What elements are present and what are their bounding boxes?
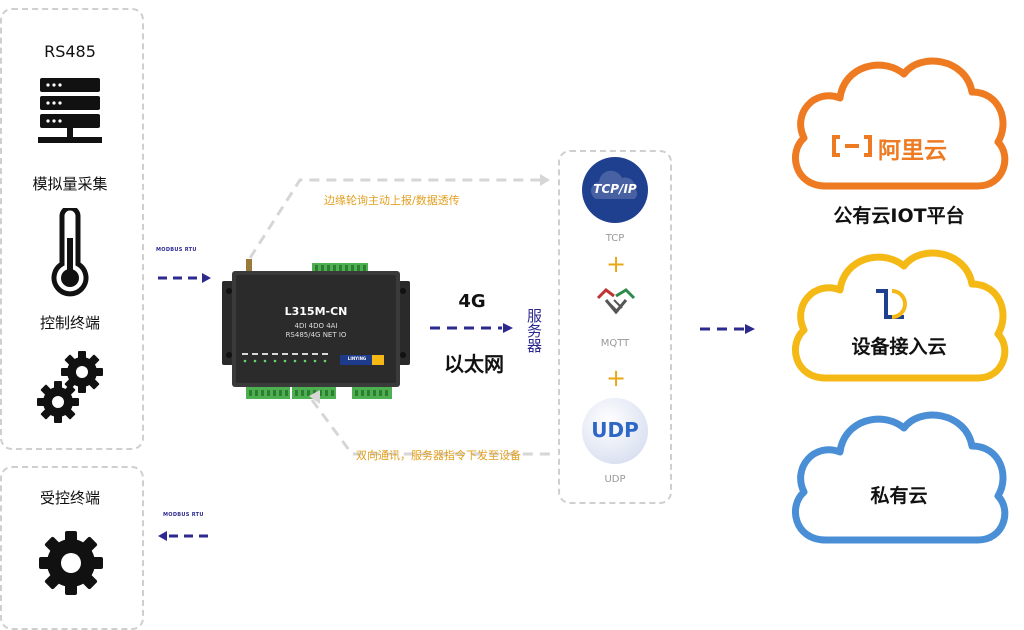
- aliyun-bracket-icon: [830, 134, 874, 158]
- uplink-path: [240, 172, 560, 472]
- io-device: L315M-CN 4DI 4DO 4AI RS485/4G NET IO LIN…: [220, 255, 412, 403]
- plus-2: +: [606, 364, 627, 392]
- rs485-label: RS485: [44, 42, 96, 61]
- modbus-label-bottom: MODBUS RTU: [163, 512, 204, 518]
- arrow-to-controlled: [158, 530, 212, 542]
- tcp-label: TCP: [605, 233, 625, 244]
- source-panel: [0, 8, 144, 450]
- control-terminal-label: 控制终端: [39, 314, 100, 332]
- udp-label: UDP: [604, 474, 626, 485]
- private-cloud-label: 私有云: [870, 485, 928, 507]
- udp-icon: UDP: [582, 398, 648, 464]
- device-cloud-logo-icon: [874, 287, 918, 321]
- arrow-to-clouds: [700, 323, 756, 335]
- gears-icon: [36, 348, 106, 426]
- device-spec2: RS485/4G NET IO: [285, 331, 347, 339]
- aliyun-cloud: [786, 52, 1012, 192]
- private-cloud: [786, 406, 1012, 546]
- gear-icon: [38, 530, 104, 596]
- protocol-panel: [558, 150, 672, 504]
- device-brand: LINYING: [347, 356, 367, 361]
- device-model: L315M-CN: [284, 305, 348, 318]
- arrow-to-device: [158, 272, 212, 284]
- aliyun-logo: 阿里云: [878, 138, 947, 164]
- net-ethernet-label: 以太网: [444, 352, 504, 376]
- server-rack-icon: [38, 78, 102, 146]
- device-cloud-label: 设备接入云: [851, 336, 947, 358]
- controlled-terminal-label: 受控终端: [39, 489, 100, 507]
- thermometer-icon: [50, 208, 90, 298]
- device-spec1: 4DI 4DO 4AI: [294, 322, 338, 330]
- arrow-to-server: [430, 322, 514, 334]
- uplink-note: 边缘轮询主动上报/数据透传: [324, 194, 460, 207]
- plus-1: +: [606, 250, 627, 278]
- public-cloud-label: 公有云IOT平台: [833, 205, 965, 227]
- net-4g-label: 4G: [458, 291, 486, 312]
- tcpip-icon: TCP/IP: [582, 157, 648, 223]
- modbus-label-top: MODBUS RTU: [156, 247, 197, 253]
- downlink-note: 双向通讯，服务器指令下发至设备: [356, 449, 521, 462]
- mqtt-label: MQTT: [600, 338, 630, 349]
- analog-label: 模拟量采集: [32, 175, 108, 193]
- handshake-icon: [596, 286, 636, 320]
- server-label: 服务器: [525, 308, 543, 353]
